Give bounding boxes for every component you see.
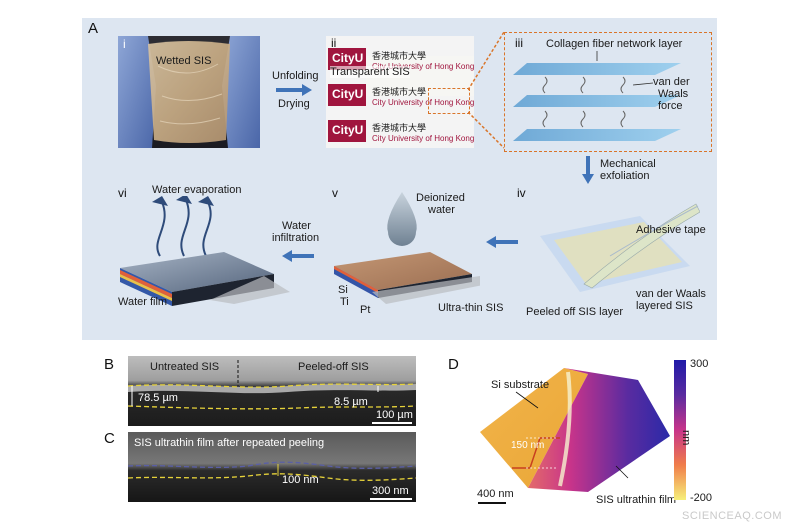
cityu-logo-3: CityU [332, 123, 364, 137]
english-name-1: City University of Hong Kong [372, 62, 474, 71]
colorbar [674, 360, 686, 500]
collagen-layer-label: Collagen fiber network layer [546, 38, 683, 50]
wetted-sis-label: Wetted SIS [156, 55, 212, 67]
vdw-label-line1: van der [653, 76, 690, 88]
layer-schematic-box [504, 32, 712, 152]
adhesive-tape-label: Adhesive tape [636, 224, 706, 236]
scale-c-label: 300 nm [372, 485, 409, 497]
left-arrow-icon-1 [486, 236, 518, 248]
drying-label: Drying [278, 98, 310, 110]
panel-c-caption: SIS ultrathin film after repeated peelin… [134, 437, 325, 449]
step-iv-number: iv [517, 186, 526, 200]
vdw-label-line3: force [658, 100, 683, 112]
english-name-3: City University of Hong Kong [372, 134, 474, 143]
step-iii-number: iii [515, 36, 523, 50]
thickness-78-label: 78.5 µm [138, 392, 178, 404]
panel-d-letter: D [448, 356, 459, 373]
step-v-number: v [332, 186, 338, 200]
water-infiltration-line2: infiltration [272, 232, 320, 244]
water-label: water [428, 204, 455, 216]
panel-b-letter: B [104, 356, 115, 373]
peeling-illustration [540, 203, 700, 292]
cityu-logo-2: CityU [332, 87, 364, 101]
chip-with-droplet [334, 192, 480, 304]
left-arrow-icon-2 [282, 250, 314, 262]
pt-label: Pt [360, 304, 371, 316]
panel-a-letter: A [88, 20, 99, 37]
ti-label: Ti [340, 296, 349, 308]
chinese-name-1: 香港城市大學 [372, 51, 427, 61]
thickness-100nm-label: 100 nm [282, 474, 319, 486]
watermark: SCIENCEAQ.COM [681, 510, 782, 522]
scale-bar-d [478, 502, 506, 504]
colorbar-max-label: 300 [690, 358, 709, 370]
exfoliation-arrow-icon [582, 156, 594, 184]
si-label: Si [338, 284, 348, 296]
unfolding-label: Unfolding [272, 70, 319, 82]
ultra-thin-sis-label: Ultra-thin SIS [438, 302, 504, 314]
step-i-number: i [123, 37, 126, 51]
peeled-sis-layer-label: Peeled off SIS layer [526, 306, 624, 318]
zoom-box [428, 88, 470, 114]
zoom-connector-lines [468, 31, 505, 149]
chinese-name-2: 香港城市大學 [372, 87, 427, 97]
transparent-sis-photo: CityU 香港城市大學 City University of Hong Kon… [326, 36, 474, 148]
step-150nm-label: 150 nm [511, 440, 545, 451]
evaporation-chip [120, 196, 290, 306]
colorbar-min-label: -200 [690, 492, 713, 504]
sis-ultrathin-film-label: SIS ultrathin film [596, 494, 677, 506]
colorbar-unit-label: nm [680, 430, 692, 446]
peeled-off-sis-label: Peeled-off SIS [298, 361, 369, 373]
scale-d-label: 400 nm [477, 488, 514, 500]
deionized-label: Deionized [416, 192, 465, 204]
afm-3d-image [480, 368, 670, 492]
unfolding-arrow-icon [276, 84, 312, 96]
vdw-layered-label-line2: layered SIS [636, 300, 693, 312]
vdw-layered-label-line1: van der Waals [636, 288, 706, 300]
water-film-label: Water film [118, 296, 168, 308]
cityu-logo-1: CityU [332, 51, 364, 65]
mechanical-label: Mechanical [600, 158, 656, 170]
water-infiltration-line1: Water [282, 220, 311, 232]
scale-bar-c [370, 498, 412, 500]
water-evaporation-label: Water evaporation [152, 184, 242, 196]
sem-image-c: SIS ultrathin film after repeated peelin… [128, 432, 416, 502]
scale-b-label: 100 µm [376, 409, 413, 421]
panel-c-letter: C [104, 430, 115, 447]
english-name-2: City University of Hong Kong [372, 98, 474, 107]
untreated-sis-label: Untreated SIS [150, 361, 220, 373]
exfoliation-label: exfoliation [600, 170, 650, 182]
thickness-8-label: 8.5 µm [334, 396, 368, 408]
chinese-name-3: 香港城市大學 [372, 123, 427, 133]
scale-bar-b [372, 422, 412, 424]
sem-image-b: Untreated SIS Peeled-off SIS 78.5 µm 8.5… [128, 356, 416, 426]
step-vi-number: vi [118, 186, 127, 200]
transparent-sis-label: Transparent SIS [330, 66, 410, 78]
vdw-label-line2: Waals [658, 88, 689, 100]
wetted-sis-photo [118, 36, 260, 148]
step-ii-number: ii [331, 36, 337, 50]
si-substrate-label: Si substrate [491, 379, 550, 391]
